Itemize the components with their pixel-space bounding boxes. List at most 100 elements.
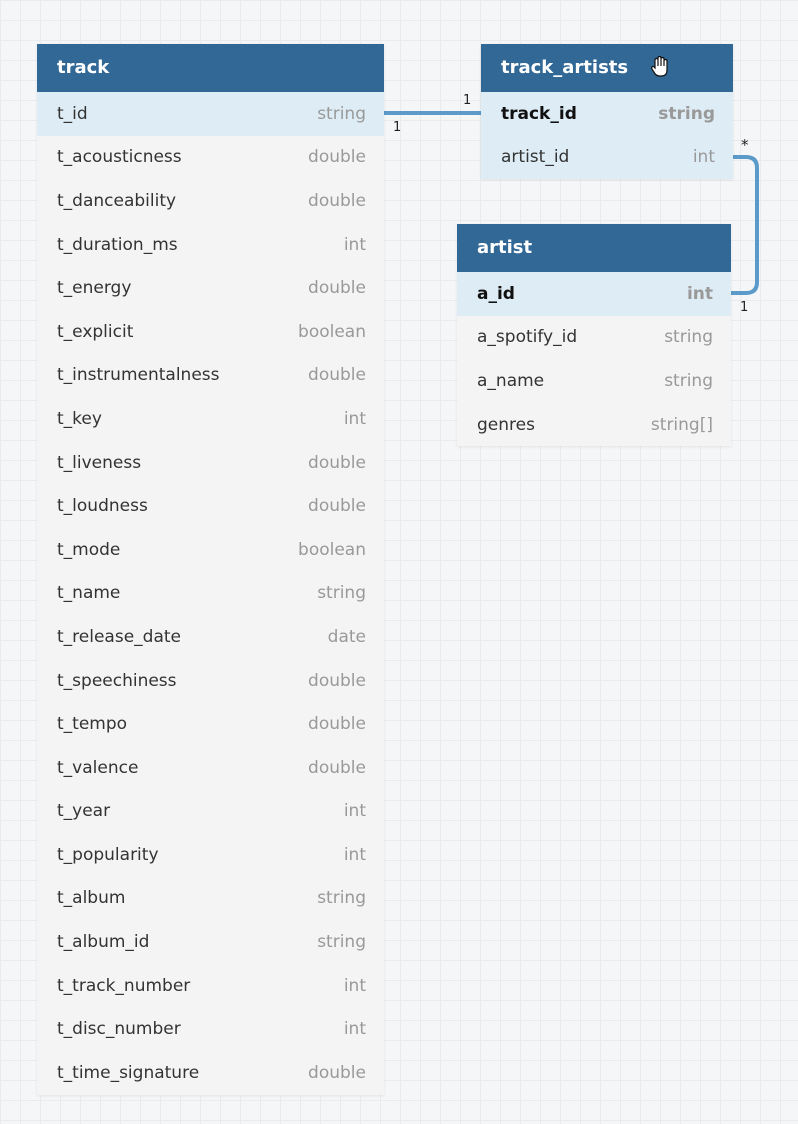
column-row[interactable]: t_speechiness double bbox=[37, 658, 384, 703]
column-row[interactable]: t_valence double bbox=[37, 745, 384, 790]
column-type: string bbox=[317, 932, 366, 953]
column-name: t_key bbox=[57, 408, 102, 429]
column-name: genres bbox=[477, 414, 535, 435]
column-name: t_tempo bbox=[57, 714, 128, 735]
cardinality-label: * bbox=[741, 136, 749, 154]
column-row[interactable]: t_tempo double bbox=[37, 702, 384, 746]
column-row[interactable]: t_name string bbox=[37, 571, 384, 616]
column-name: a_spotify_id bbox=[477, 327, 578, 348]
column-name: t_loudness bbox=[57, 496, 148, 517]
column-type: double bbox=[308, 365, 366, 386]
hand-icon bbox=[650, 55, 668, 77]
column-name: t_duration_ms bbox=[57, 234, 178, 255]
column-name: t_name bbox=[57, 583, 121, 604]
cardinality-label: 1 bbox=[740, 300, 749, 315]
column-row[interactable]: t_id string bbox=[37, 92, 384, 136]
column-type: double bbox=[308, 278, 366, 299]
column-type: int bbox=[343, 844, 366, 865]
table-header[interactable]: track bbox=[37, 44, 384, 92]
column-name: t_album bbox=[57, 888, 126, 909]
column-row[interactable]: a_spotify_id string bbox=[457, 315, 731, 360]
column-type: date bbox=[327, 626, 366, 647]
table-title: track_artists bbox=[501, 57, 629, 78]
column-type: double bbox=[308, 147, 366, 168]
column-type: string bbox=[317, 583, 366, 604]
column-row[interactable]: a_name string bbox=[457, 359, 731, 403]
column-type: int bbox=[343, 234, 366, 255]
column-name: t_danceability bbox=[57, 190, 177, 211]
column-type: double bbox=[308, 496, 366, 517]
column-name: track_id bbox=[501, 103, 577, 124]
column-row[interactable]: genres string[] bbox=[457, 402, 731, 447]
cardinality-label: 1 bbox=[393, 120, 402, 135]
column-type: double bbox=[308, 714, 366, 735]
column-type: int bbox=[343, 408, 366, 429]
column-type: double bbox=[308, 1062, 366, 1083]
column-name: t_speechiness bbox=[57, 670, 177, 691]
column-name: t_time_signature bbox=[57, 1062, 200, 1083]
column-row[interactable]: t_release_date date bbox=[37, 615, 384, 659]
column-row[interactable]: t_time_signature double bbox=[37, 1051, 384, 1095]
column-type: int bbox=[692, 147, 715, 168]
column-type: double bbox=[308, 190, 366, 211]
column-row[interactable]: t_loudness double bbox=[37, 484, 384, 528]
column-type: int bbox=[343, 975, 366, 996]
column-type: int bbox=[686, 283, 713, 304]
column-row[interactable]: a_id int bbox=[457, 272, 731, 316]
column-type: string bbox=[658, 103, 715, 124]
column-type: int bbox=[343, 801, 366, 822]
column-type: double bbox=[308, 670, 366, 691]
column-type: double bbox=[308, 757, 366, 778]
column-name: t_liveness bbox=[57, 452, 142, 473]
column-row[interactable]: t_album string bbox=[37, 876, 384, 921]
column-name: t_popularity bbox=[57, 844, 159, 865]
column-name: t_release_date bbox=[57, 626, 181, 647]
column-name: t_album_id bbox=[57, 932, 150, 953]
column-type: double bbox=[308, 452, 366, 473]
column-row[interactable]: t_danceability double bbox=[37, 179, 384, 223]
column-type: boolean bbox=[298, 539, 366, 560]
column-row[interactable]: t_duration_ms int bbox=[37, 222, 384, 267]
column-type: string bbox=[317, 103, 366, 124]
column-name: artist_id bbox=[501, 147, 570, 168]
column-row[interactable]: t_instrumentalness double bbox=[37, 353, 384, 398]
column-type: string bbox=[664, 327, 713, 348]
column-row[interactable]: artist_id int bbox=[481, 135, 733, 180]
column-name: t_instrumentalness bbox=[57, 365, 220, 386]
table-header[interactable]: track_artists bbox=[481, 44, 733, 92]
column-type: string[] bbox=[650, 414, 713, 435]
column-row[interactable]: t_track_number int bbox=[37, 963, 384, 1008]
table-header[interactable]: artist bbox=[457, 224, 731, 272]
table-title: track bbox=[57, 57, 110, 78]
column-row[interactable]: t_popularity int bbox=[37, 833, 384, 877]
column-name: t_energy bbox=[57, 278, 132, 299]
column-name: a_id bbox=[477, 283, 515, 304]
column-name: a_name bbox=[477, 370, 545, 391]
table-track-artists[interactable]: track_artists track_id string artist_id int bbox=[481, 44, 733, 180]
column-row[interactable]: t_mode boolean bbox=[37, 527, 384, 572]
column-row[interactable]: t_liveness double bbox=[37, 440, 384, 485]
column-row[interactable]: t_album_id string bbox=[37, 920, 384, 964]
column-name: t_year bbox=[57, 801, 111, 822]
cardinality-label: 1 bbox=[463, 93, 472, 108]
column-type: int bbox=[343, 1019, 366, 1040]
table-title: artist bbox=[477, 237, 533, 258]
connector-trackartists-artist[interactable] bbox=[731, 155, 759, 295]
column-type: boolean bbox=[298, 321, 366, 342]
column-row[interactable]: t_year int bbox=[37, 789, 384, 834]
column-type: string bbox=[317, 888, 366, 909]
column-row[interactable]: t_acousticness double bbox=[37, 135, 384, 180]
column-row[interactable]: t_energy double bbox=[37, 266, 384, 310]
column-name: t_mode bbox=[57, 539, 121, 560]
column-name: t_id bbox=[57, 103, 88, 124]
column-row[interactable]: track_id string bbox=[481, 92, 733, 136]
column-type: string bbox=[664, 370, 713, 391]
column-row[interactable]: t_key int bbox=[37, 397, 384, 441]
column-name: t_track_number bbox=[57, 975, 191, 996]
column-name: t_valence bbox=[57, 757, 139, 778]
column-name: t_acousticness bbox=[57, 147, 182, 168]
